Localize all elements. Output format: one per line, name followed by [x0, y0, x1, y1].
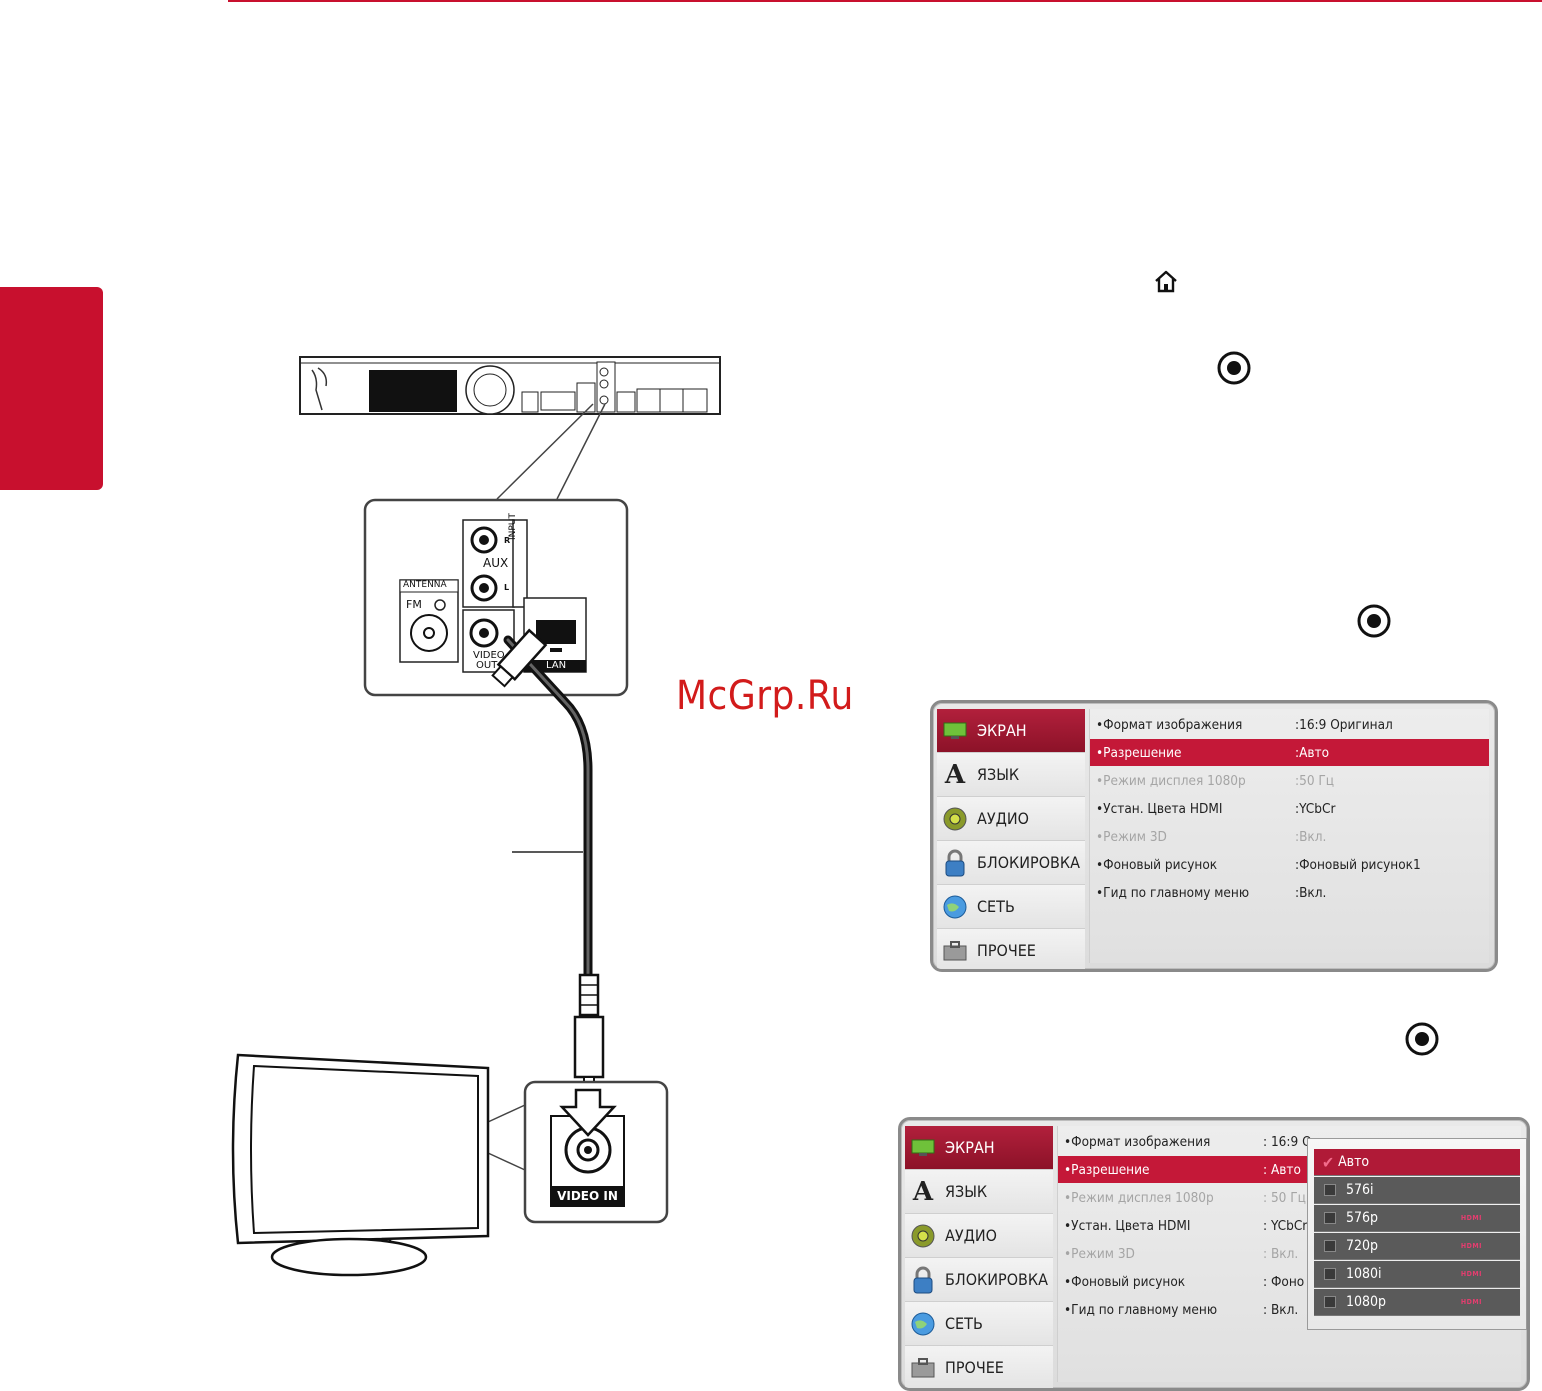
hdmi-badge: HDMI — [1460, 1214, 1482, 1222]
antenna-label: ANTENNA — [403, 580, 447, 590]
home-icon — [1152, 269, 1180, 299]
checkbox-icon — [1324, 1184, 1336, 1196]
checkbox-icon — [1324, 1296, 1336, 1308]
category-audio[interactable]: АУДИО — [905, 1214, 1053, 1258]
lan-label: LAN — [546, 660, 567, 671]
hdmi-badge: HDMI — [1460, 1242, 1482, 1250]
input-label: INPUT — [508, 513, 518, 540]
aux-l-label: L — [504, 583, 510, 592]
setting-row[interactable]: •Устан. Цвета HDMI: YCbCr — [1064, 1217, 1308, 1234]
category-screen[interactable]: ЭКРАН — [905, 1126, 1053, 1170]
language-icon: A — [912, 1176, 934, 1207]
checkbox-icon — [1324, 1240, 1336, 1252]
setting-row-disabled: •Режим дисплея 1080p: 50 Гц — [1064, 1189, 1306, 1206]
screen-icon — [943, 719, 967, 743]
checkbox-icon — [1324, 1212, 1336, 1224]
video-out-label: VIDEO — [473, 650, 505, 661]
hdmi-badge: HDMI — [1460, 1270, 1482, 1278]
checkmark-icon: ✔ — [1322, 1152, 1335, 1172]
toolbox-icon — [911, 1356, 935, 1380]
setting-row[interactable]: •Гид по главному меню:Вкл. — [1096, 884, 1327, 901]
setting-row[interactable]: •Устан. Цвета HDMI:YCbCr — [1096, 800, 1336, 817]
unit-rear-panel — [299, 356, 721, 415]
chapter-tab — [0, 287, 103, 490]
video-out-label-2: OUT — [476, 660, 498, 671]
checkbox-icon — [1324, 1268, 1336, 1280]
screen-icon — [911, 1136, 935, 1160]
hdmi-badge: HDMI — [1460, 1298, 1482, 1306]
resolution-option[interactable]: 576i — [1314, 1177, 1520, 1204]
toolbox-icon — [943, 939, 967, 963]
lock-icon — [911, 1266, 935, 1293]
resolution-option-selected[interactable]: ✔Авто — [1314, 1149, 1520, 1176]
setting-row[interactable]: •Формат изображения: 16:9 О — [1064, 1133, 1312, 1150]
language-icon: A — [944, 759, 966, 790]
category-lock[interactable]: БЛОКИРОВКА — [937, 841, 1085, 885]
lock-icon — [943, 849, 967, 876]
category-network[interactable]: СЕТЬ — [905, 1302, 1053, 1346]
speaker-icon — [943, 807, 967, 831]
aux-label: AUX — [483, 556, 509, 570]
category-lock[interactable]: БЛОКИРОВКА — [905, 1258, 1053, 1302]
speaker-icon — [911, 1224, 935, 1248]
globe-icon — [911, 1312, 935, 1336]
setting-row-disabled: •Режим дисплея 1080p:50 Гц — [1096, 772, 1335, 789]
category-network[interactable]: СЕТЬ — [937, 885, 1085, 929]
connection-diagram — [231, 356, 721, 1277]
setting-row[interactable]: •Фоновый рисунок:Фоновый рисунок1 — [1096, 856, 1421, 873]
setting-row-selected[interactable]: •Разрешение:Авто — [1090, 739, 1489, 766]
aux-r-label: R — [504, 536, 511, 545]
globe-icon — [943, 895, 967, 919]
video-in-label: VIDEO IN — [557, 1189, 618, 1203]
enter-button-icon — [1216, 350, 1252, 390]
top-rule — [228, 0, 1542, 2]
setting-row-disabled: •Режим 3D: Вкл. — [1064, 1245, 1299, 1262]
setting-row[interactable]: •Фоновый рисунок: Фоно — [1064, 1273, 1305, 1290]
watermark: McGrp.Ru — [676, 673, 854, 719]
category-other[interactable]: ПРОЧЕЕ — [905, 1346, 1053, 1388]
category-audio[interactable]: АУДИО — [937, 797, 1085, 841]
settings-list: •Формат изображения:16:9 Оригинал •Разре… — [1089, 709, 1489, 963]
setting-row[interactable]: •Формат изображения:16:9 Оригинал — [1096, 716, 1393, 733]
tv-illustration — [231, 1053, 490, 1277]
fm-label: FM — [406, 598, 422, 611]
setting-row-disabled: •Режим 3D:Вкл. — [1096, 828, 1327, 845]
category-other[interactable]: ПРОЧЕЕ — [937, 929, 1085, 969]
setting-row[interactable]: •Гид по главному меню: Вкл. — [1064, 1301, 1299, 1318]
enter-button-icon — [1356, 603, 1392, 643]
category-screen[interactable]: ЭКРАН — [937, 709, 1085, 753]
enter-button-icon — [1404, 1021, 1440, 1061]
